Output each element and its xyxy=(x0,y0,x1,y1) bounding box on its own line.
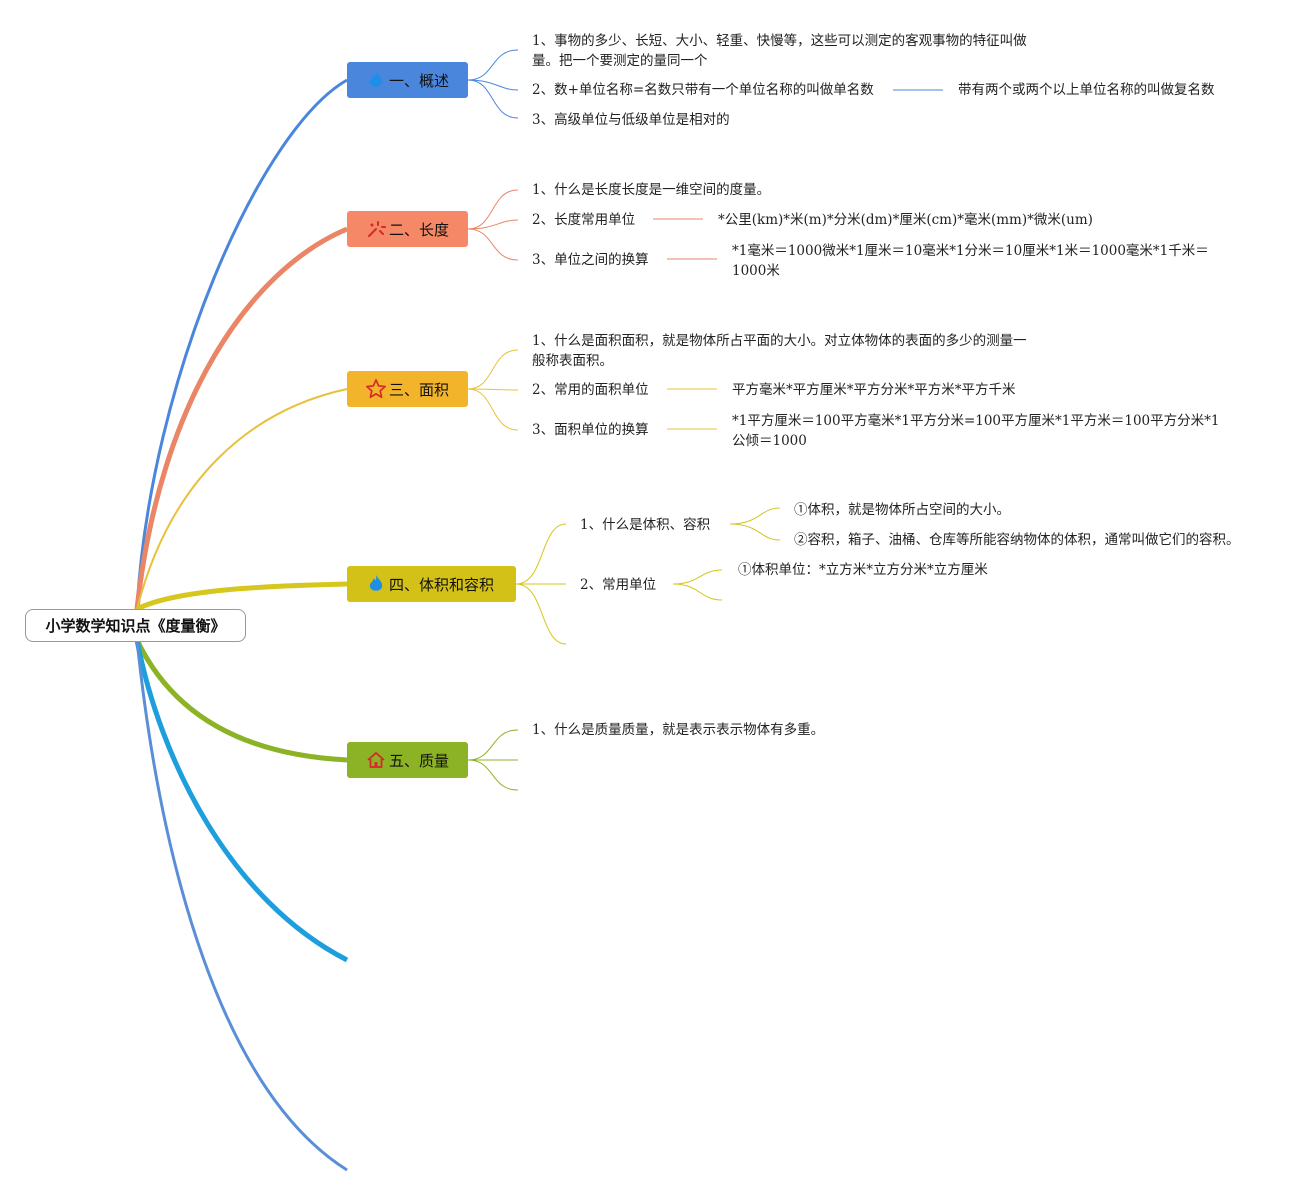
branch-2-item-2[interactable]: 2、长度常用单位 xyxy=(532,212,636,228)
flame-icon xyxy=(365,69,387,91)
branch-line-2 xyxy=(134,226,348,610)
branch-4-item-1-sub-2[interactable]: ②容积，箱子、油桶、仓库等所能容纳物体的体积，通常叫做它们的容积。 xyxy=(794,532,1240,548)
branch-line-7 xyxy=(135,639,348,1172)
branch-4-item-1[interactable]: 1、什么是体积、容积 xyxy=(580,517,711,533)
branch-line-4 xyxy=(135,581,348,612)
flame-icon xyxy=(365,573,387,595)
house-icon xyxy=(365,749,387,771)
branch-3-item-3[interactable]: 3、面积单位的换算 xyxy=(532,422,649,438)
branch-5-label: 五、质量 xyxy=(389,751,450,770)
branch-3-label: 三、面积 xyxy=(389,380,450,399)
branch-2-item-1[interactable]: 1、什么是长度长度是一维空间的度量。 xyxy=(532,182,771,198)
branch-3-topic[interactable]: 三、面积 xyxy=(347,371,468,407)
branch-line-5 xyxy=(134,638,348,763)
root-topic[interactable]: 小学数学知识点《度量衡》 xyxy=(25,609,246,642)
branch-1-item-2-detail[interactable]: 带有两个或两个以上单位名称的叫做复名数 xyxy=(958,82,1215,98)
branch-4-item-2[interactable]: 2、常用单位 xyxy=(580,577,657,593)
sparkle-icon xyxy=(365,218,387,240)
branch-5-item-1[interactable]: 1、什么是质量质量，就是表示表示物体有多重。 xyxy=(532,722,825,738)
branch-3-item-2-detail[interactable]: 平方毫米*平方厘米*平方分米*平方米*平方千米 xyxy=(732,382,1016,398)
branch-4-label: 四、体积和容积 xyxy=(389,575,495,594)
branch-2-item-2-detail[interactable]: *公里(km)*米(m)*分米(dm)*厘米(cm)*毫米(mm)*微米(um) xyxy=(718,212,1093,228)
branch-2-item-3[interactable]: 3、单位之间的换算 xyxy=(532,252,649,268)
branch-2-item-3-detail[interactable]: *1毫米＝1000微米*1厘米＝10毫米*1分米＝10厘米*1米＝1000毫米*… xyxy=(732,243,1209,279)
branch-1-item-1[interactable]: 1、事物的多少、长短、大小、轻重、快慢等，这些可以测定的客观事物的特征叫做量。把… xyxy=(532,33,1027,69)
branch-3-item-1[interactable]: 1、什么是面积面积，就是物体所占平面的大小。对立体物体的表面的多少的测量一般称表… xyxy=(532,333,1027,369)
branch-1-item-2[interactable]: 2、数+单位名称=名数只带有一个单位名称的叫做单名数 xyxy=(532,82,874,98)
branch-1-label: 一、概述 xyxy=(389,71,450,90)
branch-2-label: 二、长度 xyxy=(389,220,450,239)
branch-4-item-1-sub-1[interactable]: ①体积，就是物体所占空间的大小。 xyxy=(794,502,1010,518)
branch-3-item-2[interactable]: 2、常用的面积单位 xyxy=(532,382,649,398)
branch-1-item-3[interactable]: 3、高级单位与低级单位是相对的 xyxy=(532,112,730,128)
branch-2-topic[interactable]: 二、长度 xyxy=(347,211,468,247)
branch-line-3 xyxy=(136,388,348,610)
branch-5-topic[interactable]: 五、质量 xyxy=(347,742,468,778)
branch-line-1 xyxy=(135,78,348,610)
branch-3-item-3-detail[interactable]: *1平方厘米＝100平方毫米*1平方分米=100平方厘米*1平方米＝100平方分… xyxy=(732,413,1220,449)
branch-1-topic[interactable]: 一、概述 xyxy=(347,62,468,98)
branch-4-item-2-sub-1[interactable]: ①体积单位：*立方米*立方分米*立方厘米 xyxy=(738,562,988,578)
star-icon xyxy=(365,378,387,400)
branch-4-topic[interactable]: 四、体积和容积 xyxy=(347,566,516,602)
branch-line-6 xyxy=(134,639,349,963)
